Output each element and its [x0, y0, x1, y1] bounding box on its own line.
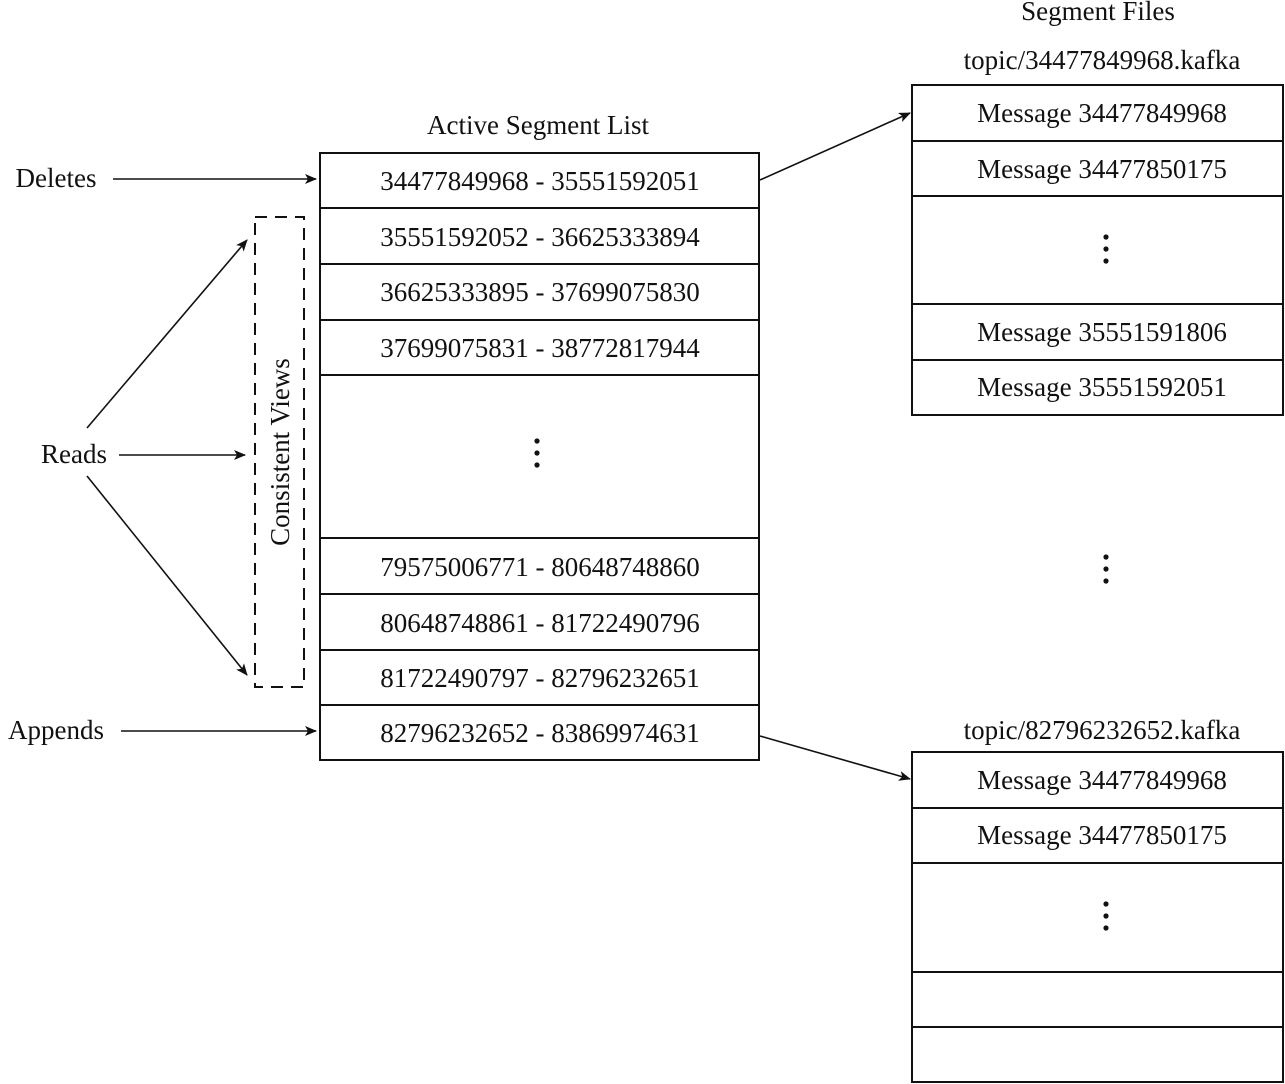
- segment-file-row: [911, 1026, 1284, 1083]
- active-segment-range: 36625333895 - 37699075830: [380, 277, 700, 307]
- segment-file2: Message 34477849968 Message 34477850175: [911, 751, 1284, 1083]
- segment-file1: Message 34477849968 Message 34477850175 …: [911, 84, 1284, 416]
- active-segment-row: 81722490797 - 82796232651: [319, 649, 760, 706]
- active-segment-range: 37699075831 - 38772817944: [380, 333, 700, 363]
- segment-file-row: Message 35551591806: [911, 303, 1284, 361]
- active-segment-list: 34477849968 - 35551592051 35551592052 - …: [319, 152, 760, 761]
- vertical-ellipsis-icon: [1103, 554, 1109, 584]
- segment-file-row: Message 34477850175: [911, 807, 1284, 864]
- vertical-ellipsis-icon: [1103, 234, 1109, 264]
- segment-to-file1-arrow: [759, 112, 911, 181]
- active-segment-row: 35551592052 - 36625333894: [319, 207, 760, 265]
- active-segment-range: 80648748861 - 81722490796: [380, 608, 700, 638]
- segment-file2-name: topic/82796232652.kafka: [964, 715, 1241, 745]
- active-segment-range: 81722490797 - 82796232651: [380, 663, 700, 693]
- reads-arrow-down: [86, 475, 248, 676]
- appends-label: Appends: [8, 715, 104, 745]
- segment-file-ellipsis-row: [911, 862, 1284, 973]
- active-segment-ellipsis-row: [319, 374, 760, 539]
- segment-file-message: Message 34477850175: [977, 154, 1227, 184]
- reads-label: Reads: [41, 439, 107, 469]
- reads-arrow-up: [86, 239, 248, 429]
- active-segment-row: 79575006771 - 80648748860: [319, 537, 760, 595]
- active-segment-row: 36625333895 - 37699075830: [319, 263, 760, 321]
- segment-file-message: Message 35551592051: [977, 372, 1227, 402]
- active-segment-row: 37699075831 - 38772817944: [319, 319, 760, 376]
- segment-file-row: Message 34477849968: [911, 84, 1284, 142]
- segment-file-message: Message 34477850175: [977, 820, 1227, 850]
- active-segment-range: 34477849968 - 35551592051: [380, 166, 700, 196]
- vertical-ellipsis-icon: [1103, 901, 1109, 931]
- active-segment-range: 35551592052 - 36625333894: [380, 222, 700, 252]
- segment-file-row: Message 34477849968: [911, 751, 1284, 809]
- segment-file-message: Message 34477849968: [977, 765, 1227, 795]
- active-segment-row: 82796232652 - 83869974631: [319, 704, 760, 761]
- deletes-label: Deletes: [16, 163, 97, 193]
- consistent-views-label: Consistent Views: [265, 358, 295, 546]
- segment-file-message: Message 34477849968: [977, 98, 1227, 128]
- segment-file-row: [911, 971, 1284, 1028]
- active-segment-list-title: Active Segment List: [427, 110, 649, 140]
- segment-file-message: Message 35551591806: [977, 317, 1227, 347]
- segment-file-row: Message 34477850175: [911, 140, 1284, 197]
- active-segment-range: 79575006771 - 80648748860: [380, 552, 700, 582]
- active-segment-range: 82796232652 - 83869974631: [380, 718, 700, 748]
- segment-files-title: Segment Files: [1021, 0, 1175, 26]
- consistent-views-box: [254, 216, 305, 688]
- active-segment-row: 34477849968 - 35551592051: [319, 152, 760, 209]
- segment-file-row: Message 35551592051: [911, 359, 1284, 416]
- vertical-ellipsis-icon: [534, 438, 540, 468]
- segment-file-ellipsis-row: [911, 195, 1284, 305]
- active-segment-row: 80648748861 - 81722490796: [319, 593, 760, 651]
- segment-to-file2-arrow: [759, 735, 911, 781]
- segment-file1-name: topic/34477849968.kafka: [964, 45, 1241, 75]
